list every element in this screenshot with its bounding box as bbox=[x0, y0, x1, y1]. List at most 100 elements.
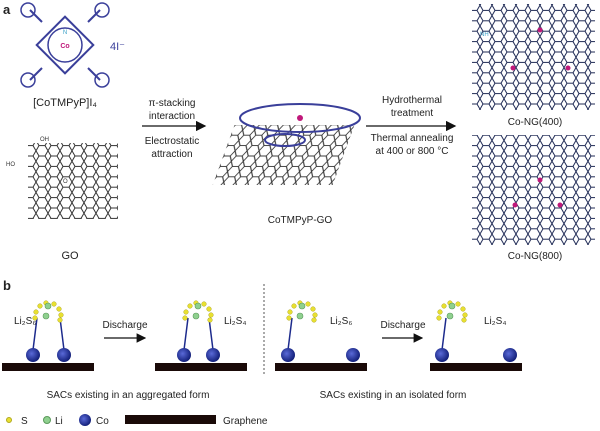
sulfur-atom bbox=[51, 301, 57, 307]
go-group-label: HO bbox=[6, 162, 15, 168]
left-start-species: Li₂S₆ bbox=[14, 316, 36, 327]
sulfur-atom bbox=[208, 312, 214, 318]
cobalt-atom bbox=[26, 348, 40, 362]
go-group-label: O bbox=[63, 179, 68, 185]
graphene-legend-icon bbox=[125, 415, 216, 424]
cobalt-atom bbox=[206, 348, 220, 362]
sulfur-atom bbox=[33, 309, 39, 315]
graphene-sheet bbox=[430, 363, 522, 371]
legend-s: S bbox=[21, 416, 28, 427]
sulfur-atom bbox=[287, 309, 293, 315]
panel-a-label: a bbox=[3, 2, 11, 17]
right-end-species: Li₂S₄ bbox=[484, 316, 506, 327]
sulfur-atom bbox=[436, 315, 442, 321]
cobalt-legend-icon bbox=[79, 414, 91, 426]
sulfur-atom bbox=[305, 301, 311, 307]
sulfur-atom bbox=[201, 301, 207, 307]
lithium-atom bbox=[446, 312, 454, 320]
legend-li: Li bbox=[55, 416, 63, 427]
panel-b-label: b bbox=[3, 278, 11, 293]
go-name: GO bbox=[61, 250, 79, 262]
lithium-atom bbox=[296, 312, 304, 320]
nh-label: NH bbox=[480, 32, 489, 38]
cobalt-atom bbox=[281, 348, 295, 362]
sulfur-atom bbox=[437, 309, 443, 315]
sulfur-atom bbox=[58, 312, 64, 318]
sulfur-atom bbox=[312, 312, 318, 318]
co-s-bond bbox=[32, 317, 38, 351]
step1-line3: Electrostatic bbox=[145, 136, 199, 147]
co-ng-800-name: Co-NG(800) bbox=[508, 251, 562, 262]
adsorption-scenes bbox=[2, 300, 522, 371]
nitrogen-label: N bbox=[63, 30, 67, 36]
step2-line4: at 400 or 800 °C bbox=[376, 146, 449, 157]
step2-line3: Thermal annealing bbox=[371, 133, 454, 144]
co-s-bond bbox=[441, 317, 447, 351]
legend-co: Co bbox=[96, 416, 109, 427]
graphene-oxide-structure: OH HO O bbox=[6, 137, 118, 219]
sulfur-atom bbox=[206, 306, 212, 312]
graphene-sheet bbox=[2, 363, 94, 371]
composite-structure bbox=[212, 103, 361, 185]
porphyrin-name: [CoTMPyP]I₄ bbox=[33, 97, 97, 109]
cobalt-atom bbox=[346, 348, 360, 362]
sulfur-atom bbox=[461, 317, 467, 323]
counterion-label: 4I⁻ bbox=[110, 41, 125, 53]
sulfur-atom bbox=[207, 317, 213, 323]
sulfur-atom bbox=[311, 317, 317, 323]
sulfur-atom bbox=[441, 303, 447, 309]
lithium-legend-icon bbox=[43, 416, 51, 424]
sulfur-atom bbox=[57, 317, 63, 323]
sulfur-atom bbox=[462, 312, 468, 318]
lithium-atom bbox=[194, 302, 202, 310]
graphene-sheet bbox=[275, 363, 367, 371]
co-s-bond bbox=[208, 317, 214, 351]
step1-line1: π-stacking bbox=[149, 98, 196, 109]
cobalt-label: Co bbox=[60, 43, 69, 50]
legend: S Li Co Graphene bbox=[6, 414, 268, 427]
lithium-atom bbox=[298, 302, 306, 310]
co-s-bond bbox=[59, 317, 65, 351]
co-s-bond bbox=[287, 317, 293, 351]
cobalt-atom bbox=[57, 348, 71, 362]
sulfur-atom bbox=[460, 306, 466, 312]
lithium-atom bbox=[448, 302, 456, 310]
sulfur-atom bbox=[37, 303, 43, 309]
cobalt-atom bbox=[503, 348, 517, 362]
composite-name: CoTMPyP-GO bbox=[268, 215, 333, 226]
sulfur-atom bbox=[291, 303, 297, 309]
sulfur-atom bbox=[310, 306, 316, 312]
lithium-atom bbox=[44, 302, 52, 310]
co-ng-800-structure bbox=[472, 135, 595, 245]
go-group-label: OH bbox=[40, 137, 49, 143]
sulfur-atom bbox=[183, 309, 189, 315]
step1-line2: interaction bbox=[149, 111, 195, 122]
sulfur-atom bbox=[455, 301, 461, 307]
left-end-species: Li₂S₄ bbox=[224, 316, 246, 327]
sulfur-atom bbox=[56, 306, 62, 312]
cobalt-atom bbox=[435, 348, 449, 362]
sulfur-legend-icon bbox=[6, 417, 12, 423]
sulfur-atom bbox=[286, 315, 292, 321]
sulfur-atom bbox=[32, 315, 38, 321]
porphyrin-structure: Co N bbox=[20, 2, 110, 88]
graphene-sheet bbox=[155, 363, 247, 371]
legend-graphene: Graphene bbox=[223, 416, 268, 427]
lithium-atom bbox=[192, 312, 200, 320]
co-ng-400-structure: NH bbox=[472, 4, 595, 110]
step2-line1: Hydrothermal bbox=[382, 95, 442, 106]
lithium-atom bbox=[42, 312, 50, 320]
sulfur-atom bbox=[182, 315, 188, 321]
left-caption: SACs existing in an aggregated form bbox=[47, 390, 210, 401]
co-s-bond bbox=[183, 317, 189, 351]
right-start-species: Li₂S₆ bbox=[330, 316, 352, 327]
right-caption: SACs existing in an isolated form bbox=[320, 390, 467, 401]
step2-line2: treatment bbox=[391, 108, 433, 119]
cobalt-atom bbox=[177, 348, 191, 362]
step1-line4: attraction bbox=[151, 149, 192, 160]
sulfur-atom bbox=[187, 303, 193, 309]
right-arrow-label: Discharge bbox=[380, 320, 425, 331]
co-ng-400-name: Co-NG(400) bbox=[508, 117, 562, 128]
